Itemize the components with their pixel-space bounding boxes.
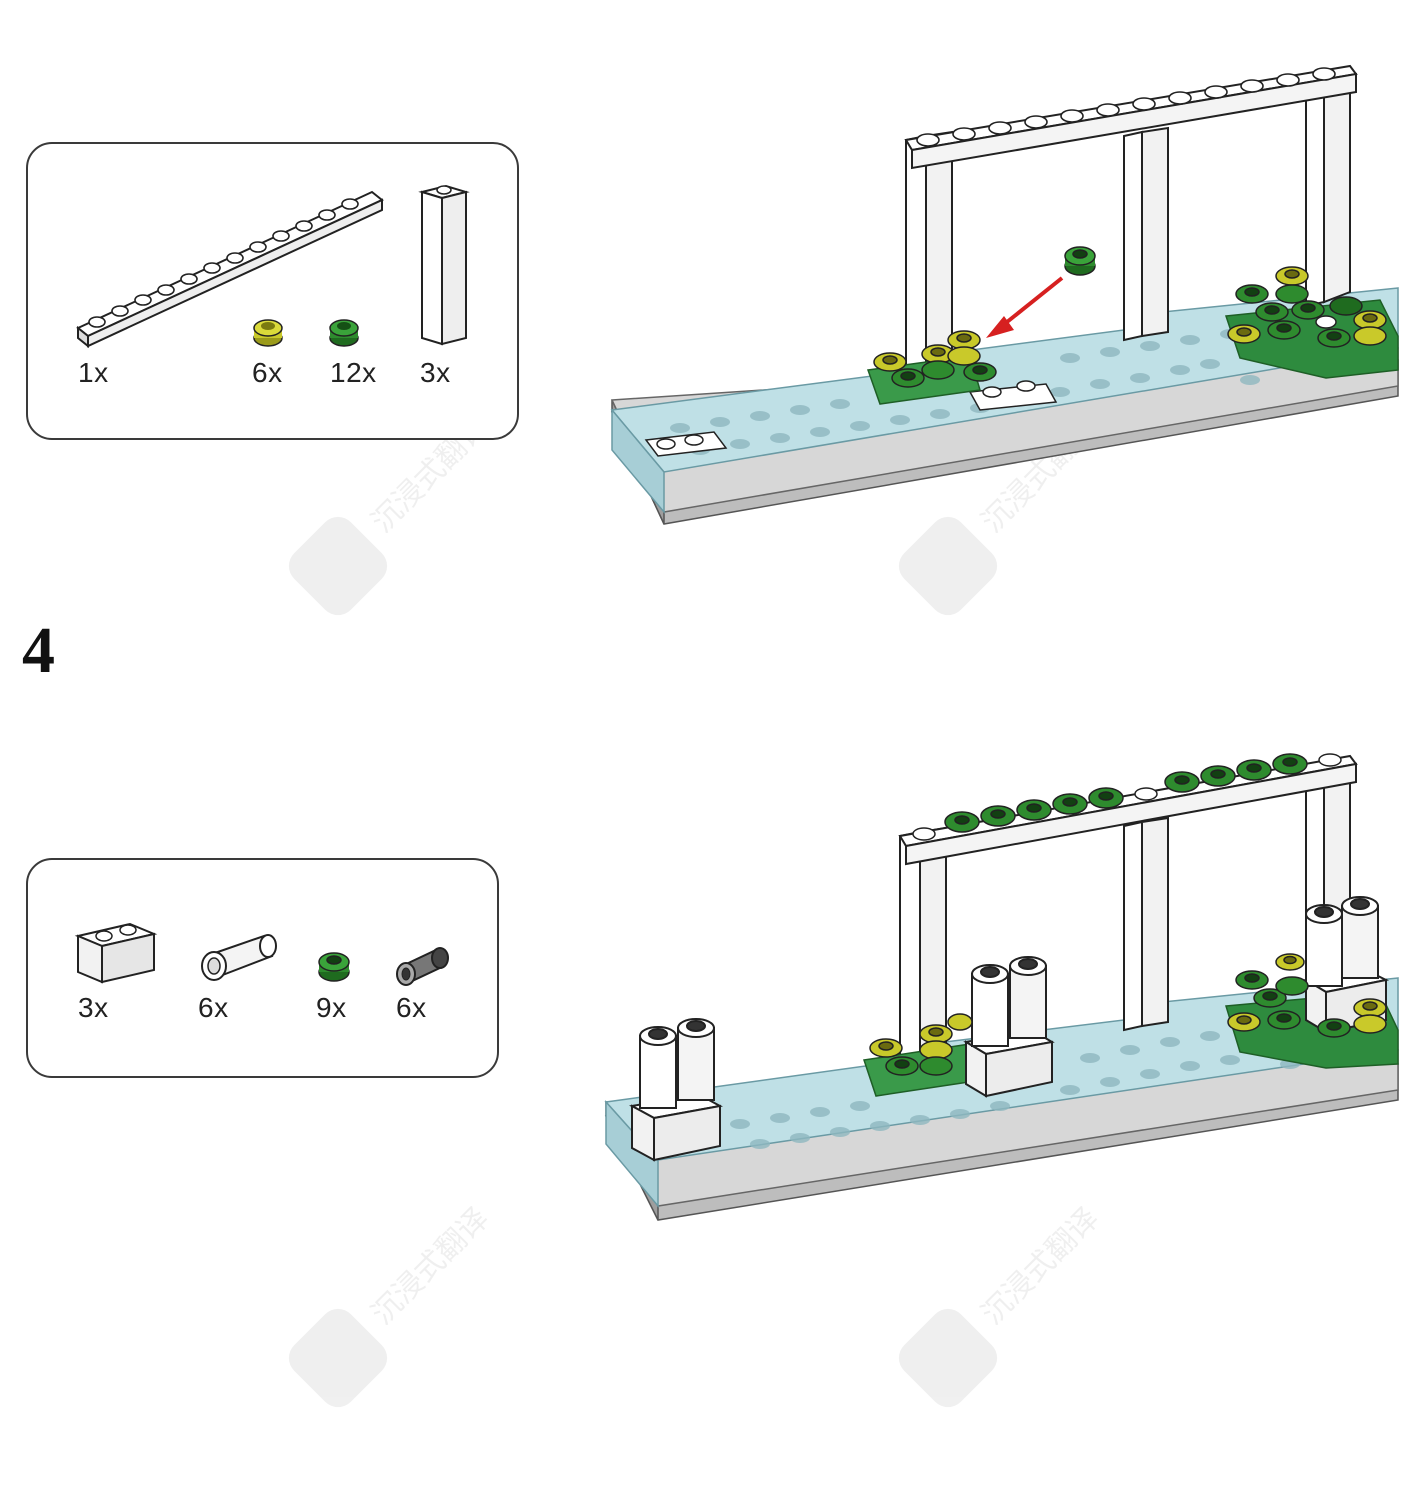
insert-arrow-icon [986, 276, 1064, 338]
long-white-plate-icon [76, 190, 384, 349]
step-3-part-3-qty: 12x [330, 357, 377, 388]
left-plant-cluster [873, 330, 997, 388]
step-3-model [610, 64, 1399, 525]
step-number: 4 [22, 614, 55, 687]
falling-green-plate-icon [1064, 246, 1096, 276]
step-3-part-1-qty: 1x [78, 357, 109, 388]
yellow-round-plate-icon [253, 319, 283, 347]
tall-white-column-icon [418, 184, 470, 346]
green-round-plate-icon [329, 319, 359, 347]
frame-top-beam [904, 64, 1358, 170]
frame-middle-post [1123, 126, 1169, 342]
white-round-brick-icon [201, 934, 277, 981]
green-round-plate-icon [318, 952, 350, 982]
right-plant-cluster [1227, 266, 1387, 348]
step-3-part-4-qty: 3x [420, 357, 451, 388]
step-4-part-4-qty: 6x [396, 992, 427, 1023]
step-4-part-3-qty: 9x [316, 992, 347, 1023]
watermark-text-3: 沉浸式翻译 [365, 1201, 496, 1332]
right-tower [1303, 896, 1390, 1034]
step-4-model [604, 753, 1399, 1221]
step-3-part-2-qty: 6x [252, 357, 283, 388]
middle-tower [963, 956, 1055, 1098]
beam-green-plates [912, 753, 1342, 841]
step-3-parts-art [76, 184, 470, 349]
left-tower [629, 1018, 723, 1162]
step-4-part-1-qty: 3x [78, 992, 109, 1023]
frame-right-post [1305, 78, 1351, 308]
black-round-brick-icon [396, 947, 449, 986]
step-4-parts-art [74, 922, 449, 986]
watermark-mark-3: 沉浸式翻译 [288, 1201, 496, 1408]
step-4-part-2-qty: 6x [198, 992, 229, 1023]
white-brick-1x2-icon [74, 922, 158, 984]
